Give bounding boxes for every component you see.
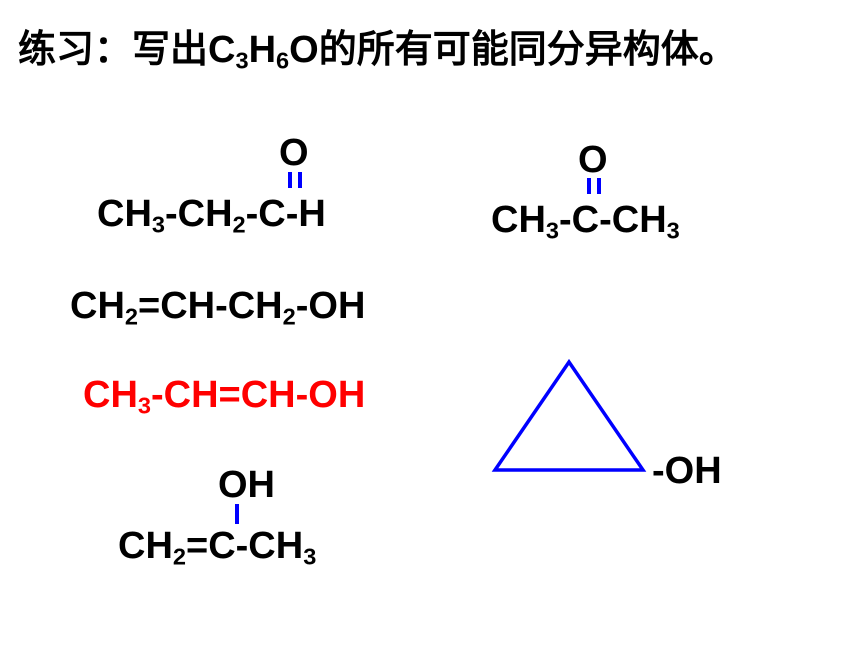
acetone-formula: CH3-C-CH3 — [491, 199, 680, 244]
propenol-hydroxyl: OH — [218, 464, 275, 506]
propenol-single-bond — [235, 504, 239, 524]
cyclopropane-ring — [491, 358, 647, 472]
exercise-title: 练习：写出C3H6O的所有可能同分异构体。 — [18, 27, 737, 74]
acetone-oxygen: O — [578, 139, 608, 181]
allyl-alcohol-formula: CH2=CH-CH2-OH — [70, 285, 366, 330]
enol-formula: CH3-CH=CH-OH — [83, 374, 366, 419]
propenol-formula: CH2=C-CH3 — [118, 525, 317, 570]
propanal-oxygen: O — [279, 132, 309, 174]
propanal-formula: CH3-CH2-C-H — [97, 193, 326, 238]
cyclopropanol-hydroxyl: -OH — [652, 450, 722, 492]
acetone-double-bond — [587, 178, 601, 194]
propanal-double-bond — [288, 172, 302, 188]
